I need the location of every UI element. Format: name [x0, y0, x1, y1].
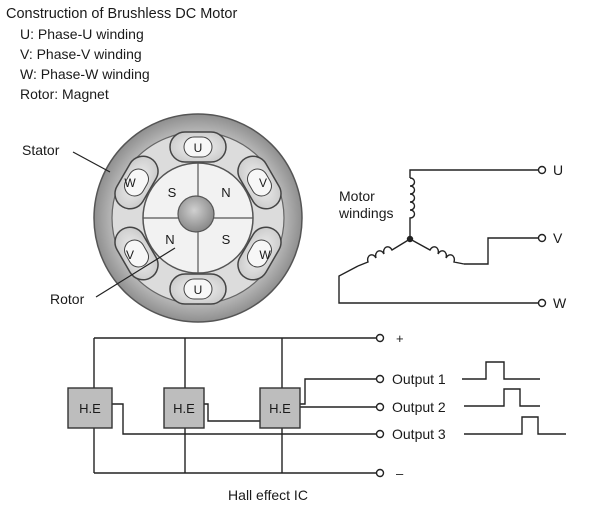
pole-label-bottom-left: N: [165, 232, 174, 247]
output-1-label: Output 1: [392, 371, 446, 387]
coil-label-upper-right: V: [259, 176, 267, 190]
pole-label-top-right: N: [221, 185, 230, 200]
minus-label: –: [396, 466, 404, 481]
stator-leader-line: [72, 151, 111, 173]
u-lead: [409, 169, 538, 178]
terminal-plus: [375, 333, 385, 343]
terminal-label-v: V: [553, 230, 563, 246]
plus-label: +: [396, 331, 404, 346]
output-3-waveform: [464, 416, 566, 435]
terminal-u: [537, 165, 547, 175]
output-2-waveform: [464, 388, 540, 407]
hall-sensor-3: [259, 387, 301, 429]
terminal-output-2: [375, 402, 385, 412]
coil-upper-right: [237, 155, 282, 210]
u-coil: [409, 177, 416, 238]
legend-item-w: W: Phase-W winding: [20, 66, 150, 82]
coil-label-lower-left: V: [126, 248, 134, 262]
v-lead: [464, 237, 538, 265]
output-1-wire: [300, 378, 376, 405]
hall-sensor-2-label: H.E: [173, 401, 195, 416]
legend-item-rotor: Rotor: Magnet: [20, 86, 109, 102]
legend-item-u: U: Phase-U winding: [20, 26, 144, 42]
terminal-w: [537, 298, 547, 308]
legend-item-v: V: Phase-V winding: [20, 46, 142, 62]
diagram-title: Construction of Brushless DC Motor: [6, 6, 238, 22]
stator-label: Stator: [22, 142, 60, 158]
terminal-label-w: W: [553, 295, 567, 311]
pole-label-top-left: S: [168, 185, 177, 200]
output-3-wire: [112, 403, 376, 435]
terminal-label-u: U: [553, 162, 563, 178]
terminal-output-1: [375, 374, 385, 384]
coil-top: [169, 131, 227, 163]
windings-label-line2: windings: [338, 205, 393, 221]
hall-sensor-2: [163, 387, 205, 429]
coil-label-bottom: U: [194, 283, 203, 297]
w-coil: [357, 238, 411, 267]
windings-schematic: Motor windings U V W: [338, 162, 567, 311]
coil-label-lower-right: W: [259, 248, 271, 262]
coil-lower-right: [237, 226, 282, 281]
hall-effect-circuit: + – Output 1 Output 2 Output 3 H.E H.E H…: [67, 331, 566, 503]
hall-sensor-3-label: H.E: [269, 401, 291, 416]
windings-label-line1: Motor: [339, 188, 375, 204]
w-lead: [338, 265, 538, 304]
terminal-v: [537, 233, 547, 243]
hall-sensor-1: [67, 387, 113, 429]
legend: Construction of Brushless DC Motor U: Ph…: [6, 4, 237, 104]
coil-upper-left: [114, 155, 159, 210]
terminal-minus: [375, 468, 385, 478]
output-1-waveform: [462, 361, 540, 380]
rotor-label: Rotor: [50, 291, 85, 307]
hall-caption: Hall effect IC: [228, 487, 308, 503]
terminal-output-3: [375, 429, 385, 439]
rotor-leader-line: [95, 247, 176, 298]
coil-bottom: [169, 273, 227, 305]
rotor-hub: [177, 195, 215, 233]
pole-label-bottom-right: S: [222, 232, 231, 247]
output-3-label: Output 3: [392, 426, 446, 442]
motor-cross-section: S N N S U U W V V W Stator Rotor: [22, 113, 303, 323]
hall-sensor-1-label: H.E: [79, 401, 101, 416]
coil-label-top: U: [194, 141, 203, 155]
coil-lower-left: [114, 226, 159, 281]
coil-label-upper-left: W: [124, 176, 136, 190]
output-2-label: Output 2: [392, 399, 446, 415]
v-coil: [409, 238, 465, 265]
